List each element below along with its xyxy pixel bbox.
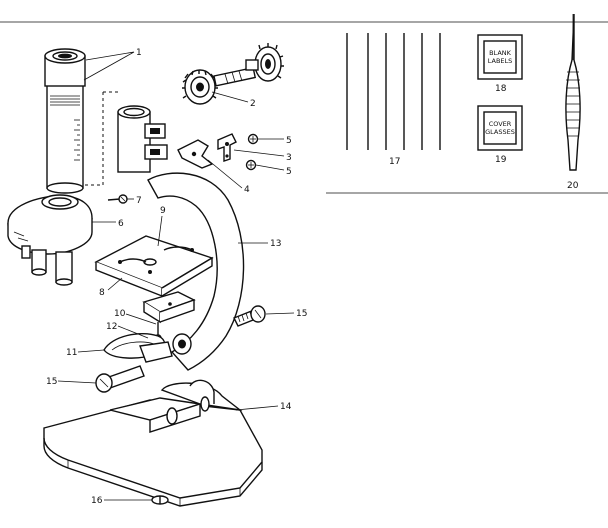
callout-4: 4 xyxy=(244,185,250,195)
objective-turret xyxy=(7,194,93,286)
arm-tube xyxy=(117,105,168,173)
stage-platform xyxy=(94,235,214,298)
clip-bracket xyxy=(217,133,237,162)
cover-glasses-pack: COVER GLASSES xyxy=(477,105,523,151)
callout-17: 17 xyxy=(389,157,400,167)
callout-11: 11 xyxy=(66,348,77,358)
screw-15-left xyxy=(95,365,145,393)
callout-12: 12 xyxy=(106,322,117,332)
callout-5-lower: 5 xyxy=(286,167,292,177)
callout-13: 13 xyxy=(270,239,281,249)
callout-14: 14 xyxy=(280,402,292,412)
eyepiece-tube xyxy=(44,48,86,194)
eyepiece-guide xyxy=(82,92,104,186)
screw-7 xyxy=(107,194,128,204)
callout-1: 1 xyxy=(136,48,142,58)
callout-15-right: 15 xyxy=(296,309,307,319)
callout-8: 8 xyxy=(99,288,105,298)
callout-16: 16 xyxy=(91,496,103,506)
callout-9: 9 xyxy=(160,206,166,216)
callout-2: 2 xyxy=(250,99,256,109)
glass-slides xyxy=(346,33,441,150)
stage-support xyxy=(142,291,196,324)
cover-glasses-line2: GLASSES xyxy=(485,128,515,136)
focus-knob-assembly xyxy=(182,43,284,105)
mirror-assembly xyxy=(103,322,192,363)
screw-15-right xyxy=(233,305,266,327)
microscope-arm xyxy=(147,172,245,371)
callout-3: 3 xyxy=(286,153,292,163)
callout-20: 20 xyxy=(567,181,579,191)
callout-5-upper: 5 xyxy=(286,136,292,146)
callout-18: 18 xyxy=(495,84,507,94)
callout-19: 19 xyxy=(495,155,507,165)
callout-10: 10 xyxy=(114,309,126,319)
microscope-base xyxy=(43,379,263,507)
blank-labels-pack: BLANK LABELS xyxy=(477,34,523,80)
callout-6: 6 xyxy=(118,219,124,229)
cover-glasses-line1: COVER xyxy=(489,120,512,128)
callout-7: 7 xyxy=(136,196,142,206)
screw-5-lower xyxy=(245,159,257,171)
tweezers xyxy=(565,13,581,171)
blank-labels-line2: LABELS xyxy=(488,57,513,65)
screw-16 xyxy=(151,495,169,505)
callout-15-left: 15 xyxy=(46,377,57,387)
blank-labels-line1: BLANK xyxy=(489,49,512,57)
screw-5-upper xyxy=(247,133,259,145)
lamp-bracket xyxy=(177,139,214,169)
